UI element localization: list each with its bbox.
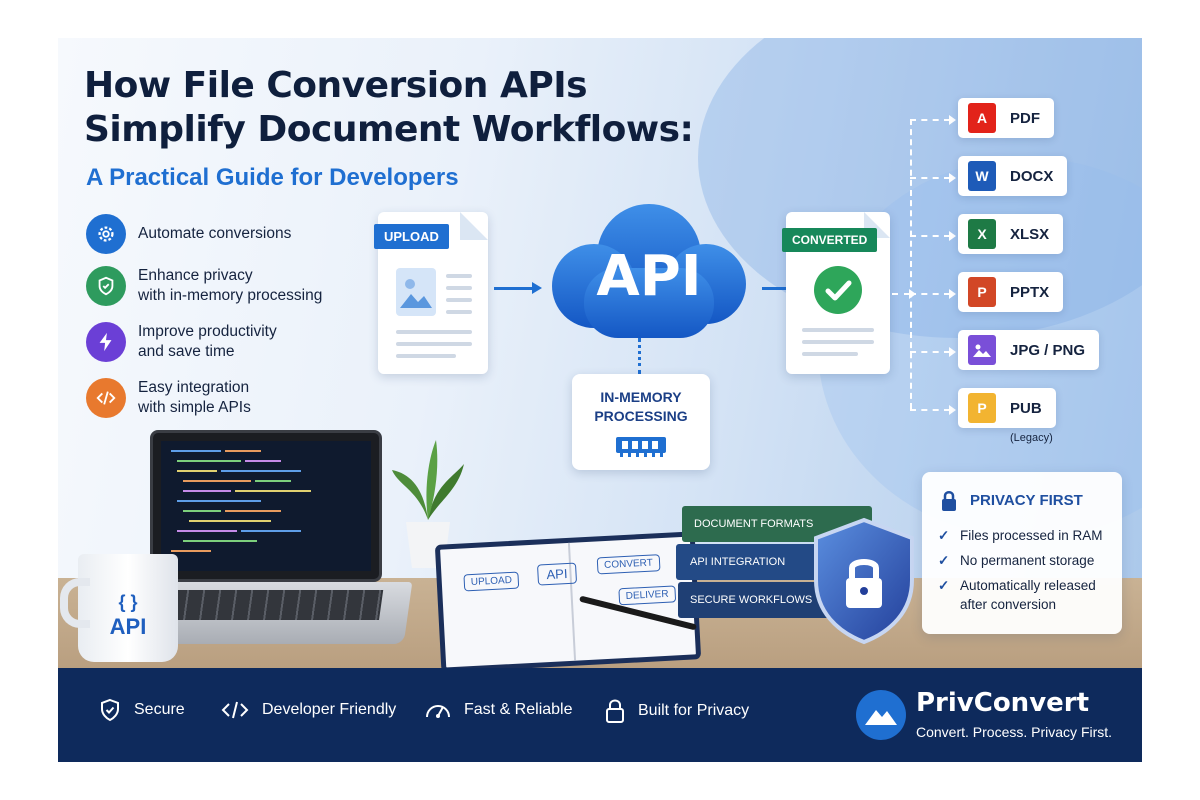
- pdf-icon: A: [968, 103, 996, 133]
- code-editor: [161, 441, 371, 571]
- notebook-upload: UPLOAD: [463, 571, 520, 592]
- format-label: PUB: [1010, 399, 1042, 417]
- benefit-automate: Automate conversions: [86, 214, 291, 254]
- title-line: How File Conversion APIs: [84, 65, 588, 106]
- privconvert-logo: [856, 690, 906, 740]
- notebook-convert: CONVERT: [596, 554, 661, 575]
- code-icon: [221, 701, 249, 719]
- api-label: API: [596, 244, 702, 309]
- publisher-icon: P: [968, 393, 996, 423]
- in-memory-processing-card: IN-MEMORY PROCESSING: [572, 374, 710, 470]
- format-label: DOCX: [1010, 167, 1054, 185]
- privacy-item: ✓ No permanent storage: [938, 553, 1095, 568]
- image-icon: [396, 268, 436, 316]
- footer-bar: Secure Developer Friendly Fast & Reliabl…: [58, 668, 1142, 762]
- excel-icon: X: [968, 219, 996, 249]
- brand-tagline: Convert. Process. Privacy First.: [916, 724, 1113, 740]
- feature-developer-friendly: Developer Friendly: [220, 698, 396, 722]
- code-icon: [86, 378, 126, 418]
- checkmark-icon: [814, 266, 862, 314]
- check-icon: ✓: [938, 578, 950, 593]
- format-label: PDF: [1010, 109, 1040, 127]
- privacy-first-panel: PRIVACY FIRST ✓ Files processed in RAM ✓…: [922, 472, 1122, 634]
- feature-built-for-privacy: Built for Privacy: [604, 698, 749, 724]
- format-pdf: A PDF: [958, 98, 1054, 138]
- page-title: How File Conversion APIs Simplify Docume…: [84, 64, 704, 152]
- powerpoint-icon: P: [968, 277, 996, 307]
- converted-tag: CONVERTED: [782, 228, 878, 252]
- format-pub: P PUB: [958, 388, 1056, 428]
- privacy-item: ✓ Files processed in RAM: [938, 528, 1103, 543]
- check-icon: ✓: [938, 528, 950, 543]
- page-subtitle: A Practical Guide for Developers: [86, 164, 459, 191]
- title-line: Simplify Document Workflows:: [84, 109, 694, 150]
- shield-check-icon: [86, 266, 126, 306]
- format-label: PPTX: [1010, 283, 1050, 301]
- laptop-screen: [150, 430, 382, 582]
- brand-name: PrivConvert: [916, 688, 1090, 718]
- plant: [392, 440, 464, 568]
- flow-arrow: [494, 282, 542, 294]
- upload-tag: UPLOAD: [374, 224, 449, 249]
- format-xlsx: X XLSX: [958, 214, 1064, 254]
- processing-label: IN-MEMORY: [600, 389, 682, 405]
- shield-icon: [101, 698, 119, 722]
- shield-lock-icon: [814, 517, 914, 645]
- format-label: XLSX: [1010, 225, 1050, 243]
- infographic: How File Conversion APIs Simplify Docume…: [58, 38, 1142, 762]
- mug-handle: [60, 578, 90, 628]
- speedometer-icon: [426, 705, 450, 718]
- feature-secure: Secure: [98, 698, 185, 722]
- format-pptx: P PPTX: [958, 272, 1064, 312]
- mug-braces: { }: [118, 592, 138, 612]
- notebook: UPLOAD API CONVERT DELIVER: [434, 531, 702, 673]
- branch-connector: [910, 119, 912, 409]
- image-icon: [968, 335, 996, 365]
- processing-label: PROCESSING: [594, 408, 688, 424]
- notebook-api: API: [536, 562, 578, 586]
- mug: { } API: [78, 554, 178, 662]
- mug-label: API: [109, 614, 147, 639]
- format-docx: W DOCX: [958, 156, 1068, 196]
- check-icon: ✓: [938, 553, 950, 568]
- lock-icon: [606, 699, 624, 723]
- lock-icon: [940, 490, 958, 517]
- word-icon: W: [968, 161, 996, 191]
- format-jpg-png: JPG / PNG: [958, 330, 1100, 370]
- feature-fast-reliable: Fast & Reliable: [424, 698, 573, 722]
- lightning-icon: [86, 322, 126, 362]
- dotted-connector: [638, 338, 641, 374]
- gear-icon: [86, 214, 126, 254]
- notebook-deliver: DELIVER: [618, 585, 676, 606]
- api-cloud: [552, 204, 746, 338]
- page-fold: [460, 212, 488, 240]
- memory-chip-icon: [616, 437, 666, 457]
- format-label: JPG / PNG: [1010, 341, 1086, 359]
- format-note: (Legacy): [1010, 432, 1053, 444]
- privacy-title: PRIVACY FIRST: [970, 492, 1083, 509]
- benefit-label: Automate conversions: [138, 225, 292, 242]
